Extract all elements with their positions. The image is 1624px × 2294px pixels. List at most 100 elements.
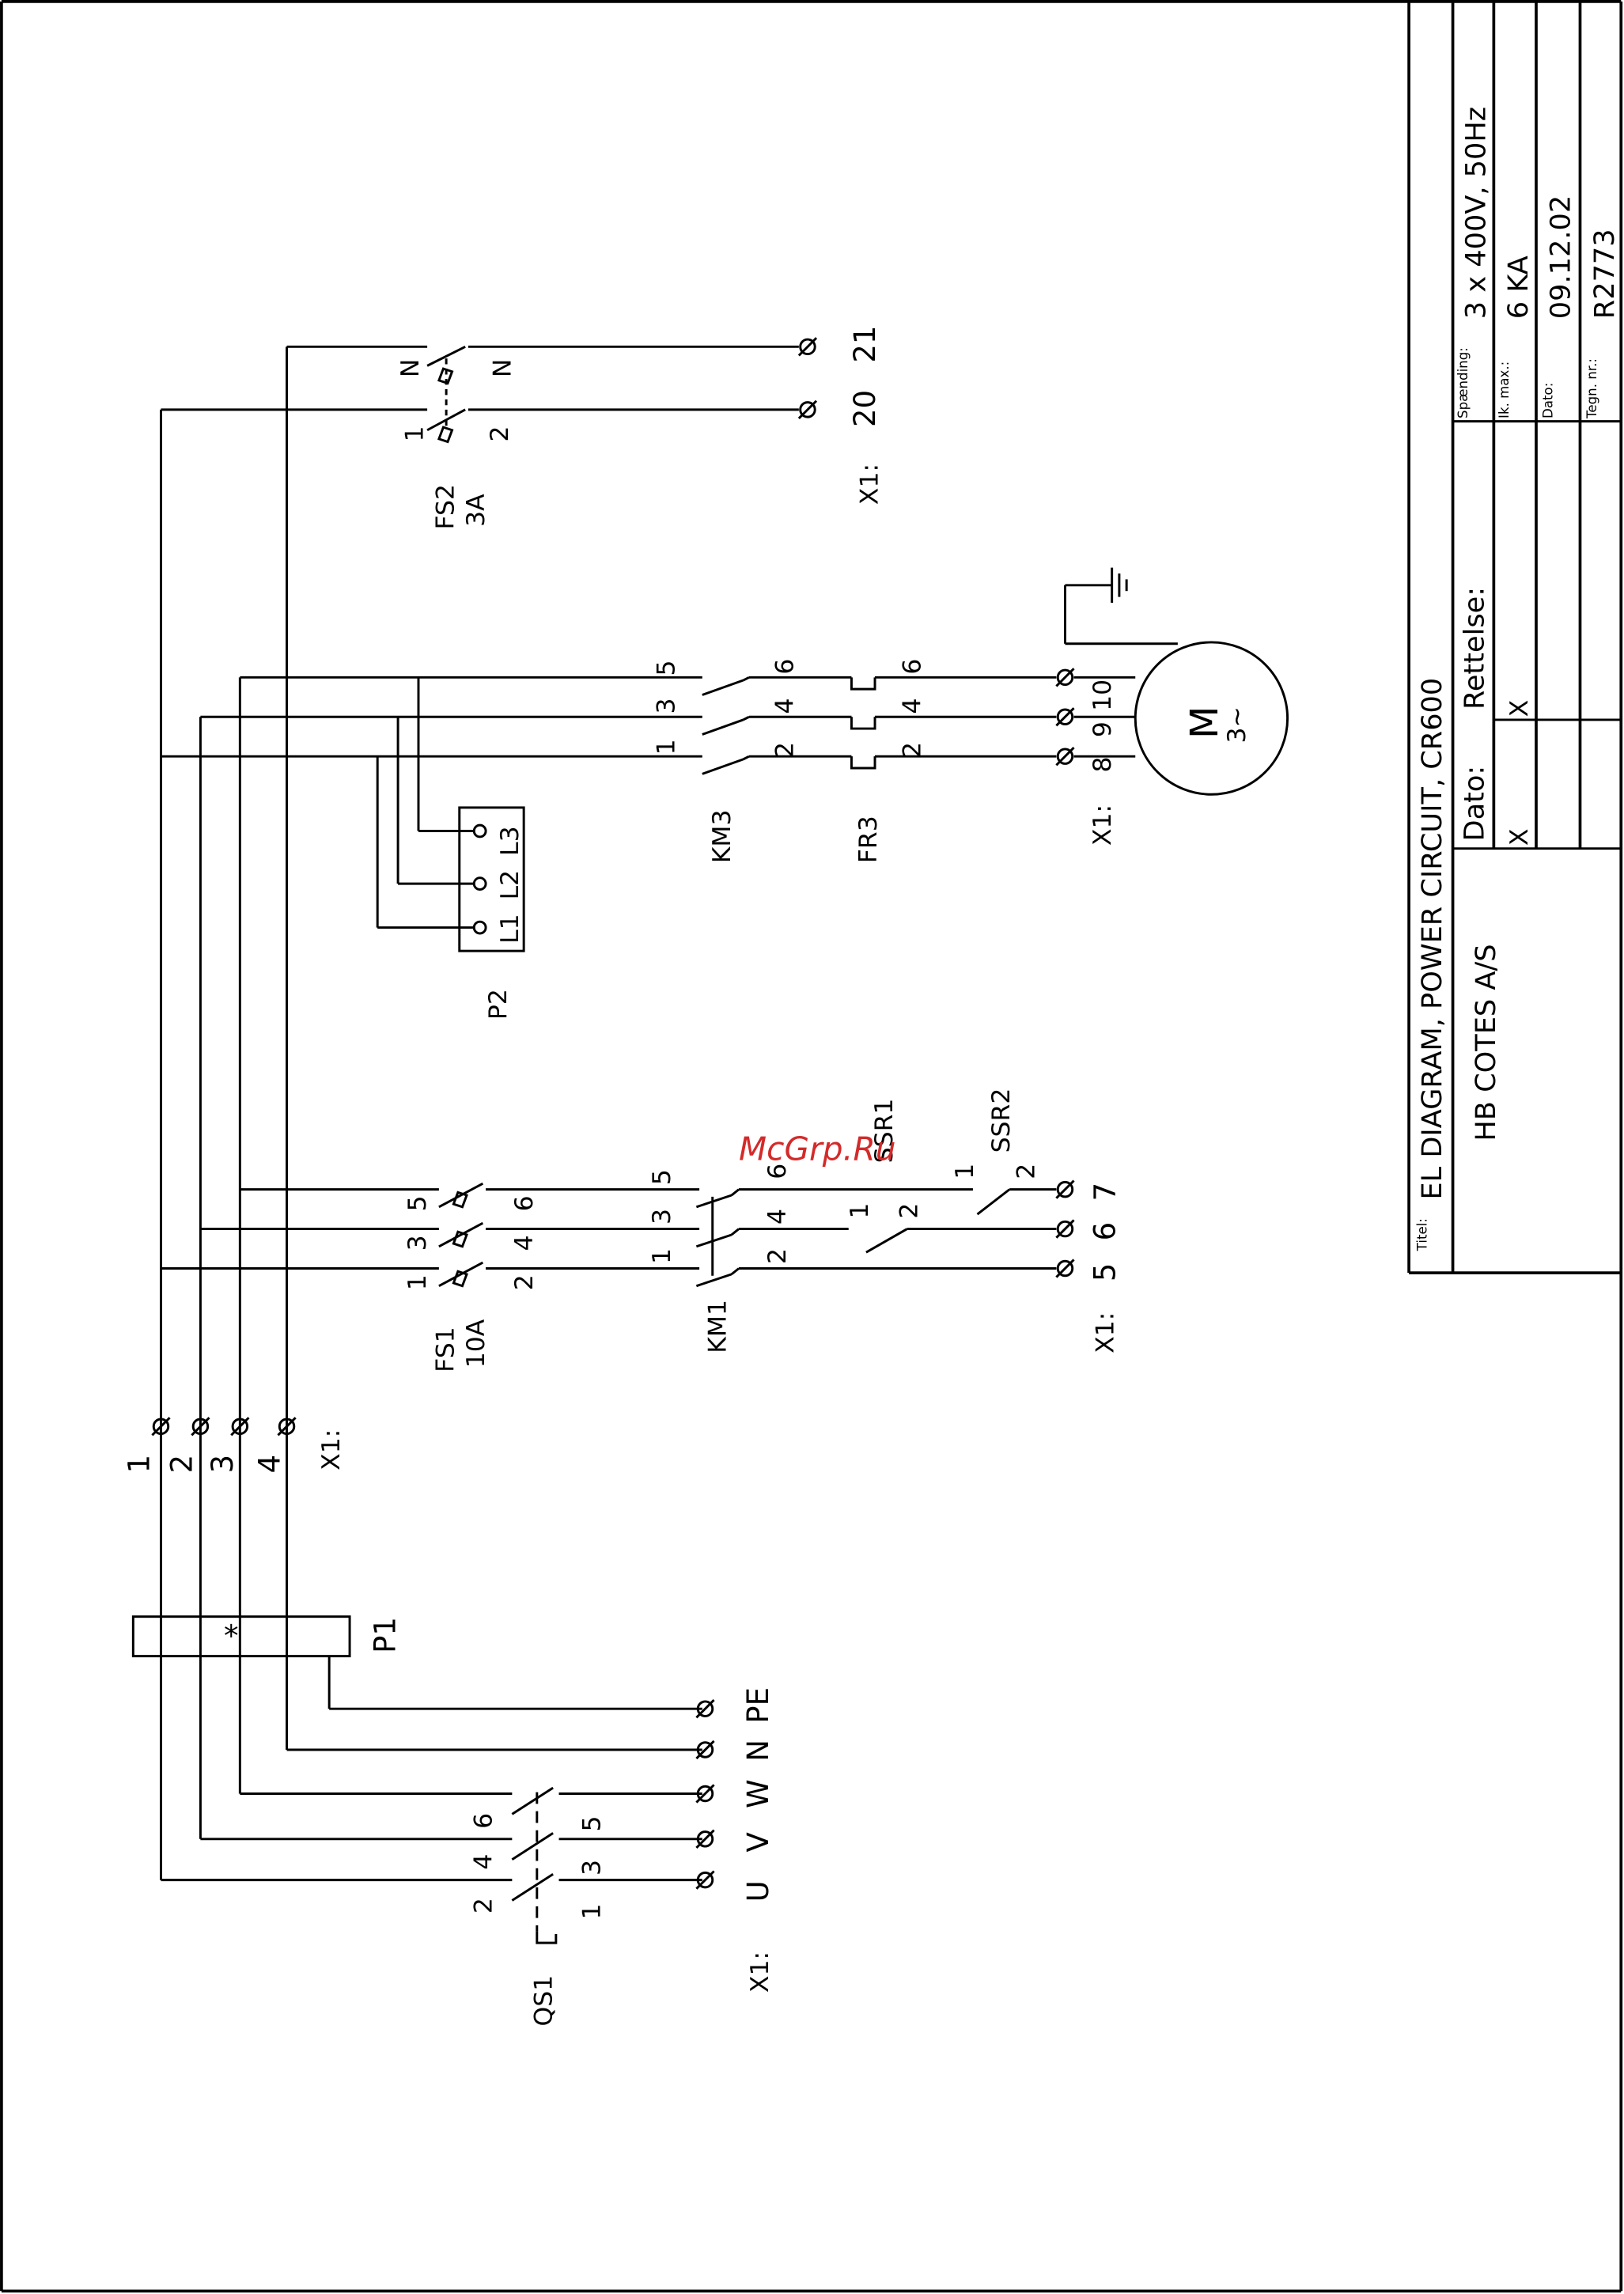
x1-motor-num: 8 xyxy=(1088,757,1117,773)
ssr1-label: SSR1 xyxy=(870,1099,899,1164)
contact-blade xyxy=(702,679,744,696)
x1-heat-num: 6 xyxy=(1088,1222,1122,1241)
wire xyxy=(730,1228,740,1236)
ground-icon xyxy=(1111,567,1128,603)
x1-main-num: 1 xyxy=(123,1455,157,1474)
km1-label: KM1 xyxy=(703,1300,732,1353)
km3-out: 6 xyxy=(770,659,799,675)
contact-blade xyxy=(702,758,744,775)
x1-main-num: 2 xyxy=(165,1455,199,1474)
terminal-icon xyxy=(695,1699,715,1719)
x1-motor-num: 10 xyxy=(1088,679,1117,711)
fs2-rating: 3A xyxy=(462,494,490,527)
contact-blade xyxy=(695,1194,733,1209)
p2-box xyxy=(458,806,525,952)
qs1-out: 3 xyxy=(577,1860,606,1876)
ssr1-switch xyxy=(865,1228,908,1254)
terminal-icon xyxy=(1055,747,1075,767)
fs1-out: 2 xyxy=(510,1274,539,1290)
dato-value: X xyxy=(1505,828,1534,846)
fs2-in: 1 xyxy=(401,426,430,442)
x1-main-label: X1: xyxy=(317,1429,346,1471)
contact-blade xyxy=(695,1273,733,1288)
ssr2-out: 2 xyxy=(1013,1164,1041,1179)
qs1-in: 2 xyxy=(469,1898,498,1914)
titel-label: Titel: xyxy=(1414,1218,1429,1251)
km1-out: 4 xyxy=(763,1209,792,1225)
spending-label: Spænding: xyxy=(1456,347,1471,418)
ik-value: 6 KA xyxy=(1502,256,1535,319)
km3-out: 2 xyxy=(770,742,799,758)
spending-value: 3 x 400V, 50Hz xyxy=(1459,107,1492,319)
terminal-icon xyxy=(277,1417,297,1437)
fuse-icon xyxy=(437,367,454,444)
terminal-icon xyxy=(797,399,818,420)
ssr2-label: SSR2 xyxy=(987,1088,1016,1153)
km3-in: 1 xyxy=(653,739,681,755)
fs2-label: FS2 xyxy=(431,484,460,530)
fr3-out: 6 xyxy=(898,659,926,675)
fs1-in: 5 xyxy=(403,1195,432,1211)
x1-motor-num: 9 xyxy=(1088,721,1117,737)
terminal-icon xyxy=(695,1784,715,1804)
fs1-label: FS1 xyxy=(431,1327,460,1372)
drawing-title: EL DIAGRAM, POWER CIRCUIT, CR600 xyxy=(1416,678,1448,1200)
phase-w: W xyxy=(741,1779,775,1808)
fs2-switch xyxy=(426,346,466,367)
terminal-icon xyxy=(1055,707,1075,727)
contact-blade xyxy=(695,1233,733,1248)
p1-box xyxy=(131,1615,351,1658)
company-name: HB COTES A/S xyxy=(1470,944,1502,1141)
fuse-icon xyxy=(438,1182,484,1209)
p2-terminal: L1 xyxy=(496,914,524,944)
terminal-icon xyxy=(695,1870,715,1890)
motor-letter: M xyxy=(1183,706,1227,739)
fs2-out: N xyxy=(489,359,517,378)
overload-icon xyxy=(850,717,876,730)
p2-terminal: L3 xyxy=(496,826,524,856)
terminal-icon xyxy=(230,1417,250,1437)
ssr1-in: 1 xyxy=(846,1203,874,1219)
km1-in: 1 xyxy=(648,1248,676,1264)
p2-terminal-icon xyxy=(472,920,487,935)
fs1-out: 4 xyxy=(510,1235,539,1251)
terminal-icon xyxy=(1055,1259,1075,1278)
p2-terminal-icon xyxy=(472,823,487,838)
p2-label: P2 xyxy=(484,989,513,1020)
x1-main-num: 4 xyxy=(252,1455,286,1474)
km1-in: 3 xyxy=(648,1209,676,1225)
wire xyxy=(742,755,750,761)
km1-out: 2 xyxy=(763,1248,792,1264)
km3-label: KM3 xyxy=(708,809,736,863)
x1-ctrl-label: X1: xyxy=(856,464,884,505)
contact-blade xyxy=(702,718,744,736)
km1-out: 6 xyxy=(763,1164,792,1179)
overload-icon xyxy=(850,756,876,770)
switch-blade xyxy=(511,1832,554,1861)
dato-label: Dato: xyxy=(1458,766,1490,842)
terminal-icon xyxy=(695,1739,715,1760)
wire xyxy=(742,676,750,682)
km3-out: 4 xyxy=(770,698,799,714)
qs1-handle xyxy=(536,1931,558,1944)
terminal-icon xyxy=(695,1829,715,1849)
rettelse-label: Rettelse: xyxy=(1458,587,1490,710)
date-value: 09.12.02 xyxy=(1545,195,1577,319)
rettelse-value: X xyxy=(1505,700,1534,717)
x1-heat-num: 7 xyxy=(1088,1183,1122,1202)
motor-phase: 3~ xyxy=(1223,706,1251,743)
date-label: Dato: xyxy=(1540,383,1555,418)
wire xyxy=(730,1267,740,1276)
x1-heat-num: 5 xyxy=(1088,1263,1122,1282)
qs1-out: 5 xyxy=(577,1816,606,1832)
fs1-in: 1 xyxy=(403,1274,432,1290)
fuse-icon xyxy=(438,1261,484,1288)
fs1-rating: 10A xyxy=(462,1319,490,1368)
x1-heat-label: X1: xyxy=(1091,1312,1119,1353)
p1-label: P1 xyxy=(368,1617,402,1653)
switch-blade xyxy=(511,1786,554,1815)
phase-v: V xyxy=(741,1832,775,1852)
fr3-out: 2 xyxy=(898,742,926,758)
